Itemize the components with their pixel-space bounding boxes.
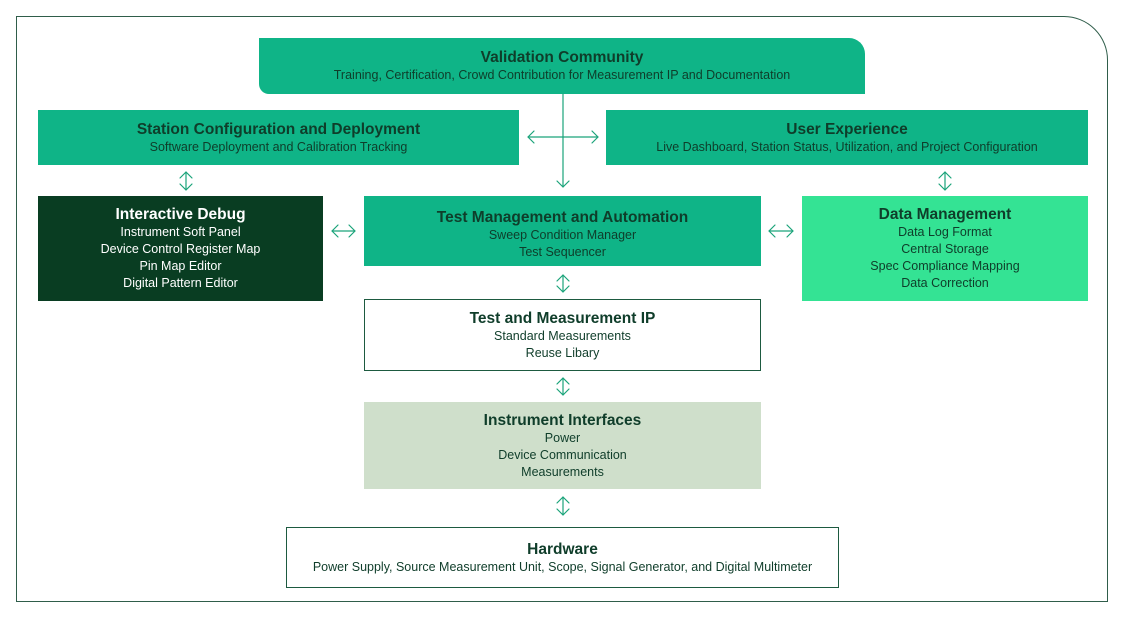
interactive-debug-line: Digital Pattern Editor (123, 276, 238, 290)
test-management-line: Test Sequencer (519, 245, 606, 259)
user-experience-title: User Experience (786, 120, 908, 138)
instrument-interfaces-box: Instrument Interfaces Power Device Commu… (364, 402, 761, 489)
hardware-line: Power Supply, Source Measurement Unit, S… (312, 559, 813, 574)
validation-community-box: Validation Community Training, Certifica… (259, 38, 865, 94)
user-experience-line: Live Dashboard, Station Status, Utilizat… (656, 139, 1038, 154)
test-measurement-ip-line: Reuse Libary (525, 345, 600, 360)
interactive-debug-box: Interactive Debug Instrument Soft Panel … (38, 196, 323, 301)
test-management-line: Sweep Condition Manager (488, 228, 637, 242)
data-management-title: Data Management (878, 206, 1012, 223)
interactive-debug-line: Instrument Soft Panel (120, 225, 241, 239)
test-measurement-ip-line: Standard Measurements (494, 328, 631, 343)
user-experience-box: User Experience Live Dashboard, Station … (606, 110, 1088, 165)
interactive-debug-line: Pin Map Editor (139, 259, 222, 273)
hardware-box: Hardware Power Supply, Source Measuremen… (286, 527, 839, 588)
data-management-line: Spec Compliance Mapping (870, 259, 1020, 273)
data-management-box: Data Management Data Log Format Central … (802, 196, 1088, 301)
instrument-interfaces-line: Device Communication (498, 447, 627, 462)
station-configuration-title: Station Configuration and Deployment (136, 120, 421, 138)
validation-community-title: Validation Community (480, 49, 644, 66)
test-measurement-ip-box: Test and Measurement IP Standard Measure… (364, 299, 761, 371)
instrument-interfaces-line: Power (544, 430, 581, 445)
validation-community-line: Training, Certification, Crowd Contribut… (333, 68, 791, 82)
station-configuration-box: Station Configuration and Deployment Sof… (38, 110, 519, 165)
station-configuration-line: Software Deployment and Calibration Trac… (149, 139, 408, 154)
data-management-line: Data Log Format (898, 225, 992, 239)
hardware-title: Hardware (527, 540, 598, 558)
test-measurement-ip-title: Test and Measurement IP (469, 309, 656, 327)
interactive-debug-line: Device Control Register Map (100, 242, 261, 256)
instrument-interfaces-line: Measurements (521, 464, 604, 479)
test-management-box: Test Management and Automation Sweep Con… (364, 196, 761, 266)
data-management-line: Central Storage (901, 242, 989, 256)
interactive-debug-title: Interactive Debug (115, 206, 246, 223)
test-management-title: Test Management and Automation (436, 209, 689, 226)
data-management-line: Data Correction (901, 276, 989, 290)
diagram-frame (16, 16, 1108, 602)
instrument-interfaces-title: Instrument Interfaces (483, 411, 642, 429)
